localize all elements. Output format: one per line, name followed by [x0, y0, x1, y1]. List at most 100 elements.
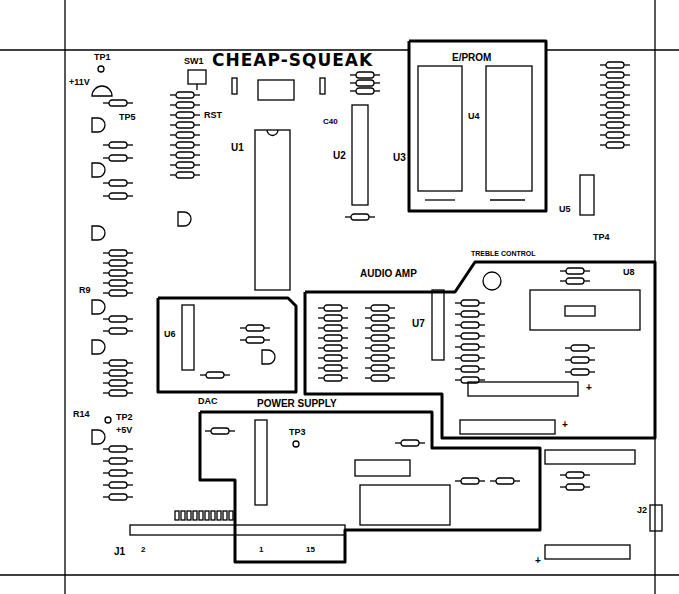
resistor-symbol — [365, 365, 395, 371]
part-label: 15 — [305, 546, 316, 555]
resistor-symbol — [565, 369, 595, 375]
part-label: U1 — [230, 142, 245, 153]
resistor-symbol — [103, 458, 133, 464]
crop-line — [547, 49, 679, 50]
chip-outline — [580, 175, 594, 215]
resistor-symbol — [600, 132, 630, 138]
resistor-symbol — [318, 365, 348, 371]
switch-symbol — [188, 70, 206, 84]
capacitor-symbol — [468, 382, 578, 396]
part-label: TREBLE CONTROL — [470, 250, 537, 258]
resistor-symbol — [560, 278, 590, 284]
crystal-symbol — [258, 80, 294, 100]
part-label: U2 — [332, 150, 347, 161]
resistor-symbol — [103, 470, 133, 476]
resistor-symbol — [170, 122, 200, 128]
part-label: J2 — [636, 506, 648, 516]
resistor-symbol — [455, 300, 485, 306]
resistor-symbol — [103, 155, 133, 161]
resistor-symbol — [240, 325, 270, 331]
resistor-symbol — [600, 102, 630, 108]
part-label: TP3 — [288, 428, 307, 438]
resistor-symbol — [103, 280, 133, 286]
resistor-symbol — [170, 142, 200, 148]
resistor-symbol — [170, 102, 200, 108]
resistor-symbol — [455, 478, 485, 484]
resistor-symbol — [103, 360, 133, 366]
resistor-symbol — [560, 472, 590, 478]
capacitor-symbol — [255, 420, 267, 505]
test-point — [293, 441, 299, 447]
trace-line — [425, 199, 455, 200]
part-label: RST — [203, 111, 223, 121]
resistor-symbol — [365, 355, 395, 361]
part-label: U8 — [622, 268, 636, 278]
resistor-symbol — [318, 315, 348, 321]
resistor-symbol — [170, 152, 200, 158]
resistor-symbol — [455, 333, 485, 339]
resistor-symbol — [103, 270, 133, 276]
resistor-symbol — [103, 482, 133, 488]
resistor-symbol — [365, 325, 395, 331]
header-pin — [211, 511, 215, 520]
board-region: POWER SUPPLY — [198, 396, 543, 566]
resistor-symbol — [232, 78, 237, 94]
resistor-symbol — [490, 478, 520, 484]
resistor-symbol — [205, 428, 235, 434]
chip-notch — [267, 130, 278, 136]
part-label: SW1 — [183, 57, 205, 67]
header-pin — [205, 511, 209, 520]
resistor-symbol — [103, 494, 133, 500]
header-pin — [223, 511, 227, 520]
socket-outline — [486, 66, 532, 191]
part-label: TP4 — [592, 233, 611, 243]
resistor-symbol — [103, 100, 133, 106]
diode-symbol — [92, 340, 105, 354]
diode-symbol — [92, 118, 105, 132]
part-label: U3 — [392, 152, 407, 163]
header-pin — [187, 511, 191, 520]
resistor-symbol — [365, 335, 395, 341]
resistor-symbol — [318, 335, 348, 341]
resistor-symbol — [600, 112, 630, 118]
resistor-symbol — [103, 380, 133, 386]
resistor-symbol — [170, 162, 200, 168]
test-point — [98, 66, 104, 72]
resistor-symbol — [103, 328, 133, 334]
diode-symbol — [92, 226, 105, 240]
resistor-symbol — [170, 132, 200, 138]
resistor-symbol — [565, 345, 595, 351]
resistor-symbol — [318, 355, 348, 361]
diode-symbol — [178, 212, 191, 226]
resistor-symbol — [365, 305, 395, 311]
part-label: R9 — [78, 286, 92, 296]
resistor-symbol — [345, 214, 375, 220]
regulator-symbol — [355, 460, 410, 476]
diode-symbol — [92, 430, 105, 444]
resistor-symbol — [365, 375, 395, 381]
diode-symbol — [262, 350, 275, 364]
connector-symbol — [650, 505, 662, 531]
trace-line — [490, 199, 525, 200]
board-region: E/PROM — [406, 39, 549, 214]
resistor-symbol — [455, 311, 485, 317]
region-outline-canvas — [198, 396, 543, 566]
capacitor-symbol — [545, 450, 635, 464]
resistor-symbol — [103, 250, 133, 256]
transistor-symbol — [92, 86, 112, 96]
region-outline — [158, 298, 296, 392]
chip-outline — [352, 105, 368, 205]
part-label: +5V — [115, 426, 133, 436]
resistor-symbol — [103, 260, 133, 266]
resistor-symbol — [200, 372, 230, 378]
part-label: J1 — [113, 546, 126, 557]
diode-symbol — [92, 163, 105, 177]
chip-outline — [530, 290, 640, 330]
resistor-symbol — [350, 80, 380, 86]
part-label: R14 — [72, 410, 91, 420]
board-region: DAC — [155, 295, 300, 415]
region-heading: DAC — [196, 396, 220, 406]
region-heading: POWER SUPPLY — [255, 398, 339, 410]
resistor-symbol — [365, 315, 395, 321]
